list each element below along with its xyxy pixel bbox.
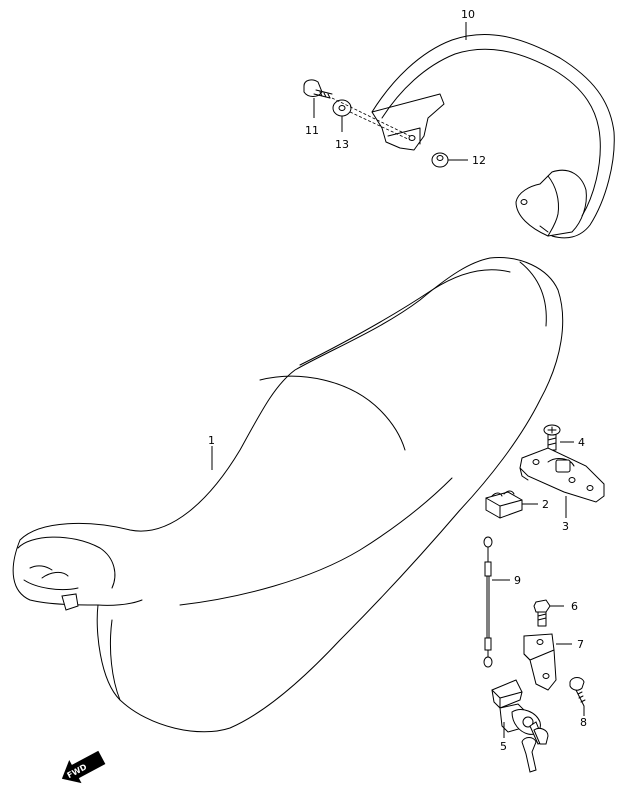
callout-8: 8 — [580, 716, 587, 729]
callout-2: 2 — [542, 498, 549, 511]
bracket-screw[interactable] — [543, 424, 561, 451]
callout-13: 13 — [335, 138, 349, 151]
callout-11: 11 — [305, 124, 319, 137]
callout-10: 10 — [461, 8, 475, 21]
seat[interactable] — [12, 257, 564, 733]
callout-3: 3 — [562, 520, 569, 533]
callout-5: 5 — [500, 740, 507, 753]
callout-1: 1 — [208, 434, 215, 447]
lock-bracket[interactable] — [523, 633, 557, 691]
callout-6: 6 — [571, 600, 578, 613]
tapping-screw[interactable] — [569, 677, 586, 707]
leader-lines — [211, 22, 585, 738]
bracket-bolt[interactable] — [533, 599, 551, 627]
seat-hook-bracket[interactable] — [519, 447, 605, 503]
seat-lock-cable[interactable] — [483, 536, 493, 668]
callout-12: 12 — [472, 154, 486, 167]
callout-4: 4 — [578, 436, 585, 449]
callout-7: 7 — [577, 638, 584, 651]
callouts: 10 11 13 12 1 4 2 3 9 6 7 8 5 — [208, 8, 587, 753]
rail-bolt[interactable] — [303, 79, 333, 99]
seat-cushion-block[interactable] — [485, 490, 523, 519]
rail-washer[interactable] — [332, 99, 352, 117]
fwd-arrow-icon: FWD — [61, 750, 106, 784]
rail-spacer[interactable] — [431, 152, 449, 168]
callout-9: 9 — [514, 574, 521, 587]
seat-lock[interactable] — [491, 679, 549, 773]
grab-rail[interactable] — [371, 34, 615, 239]
